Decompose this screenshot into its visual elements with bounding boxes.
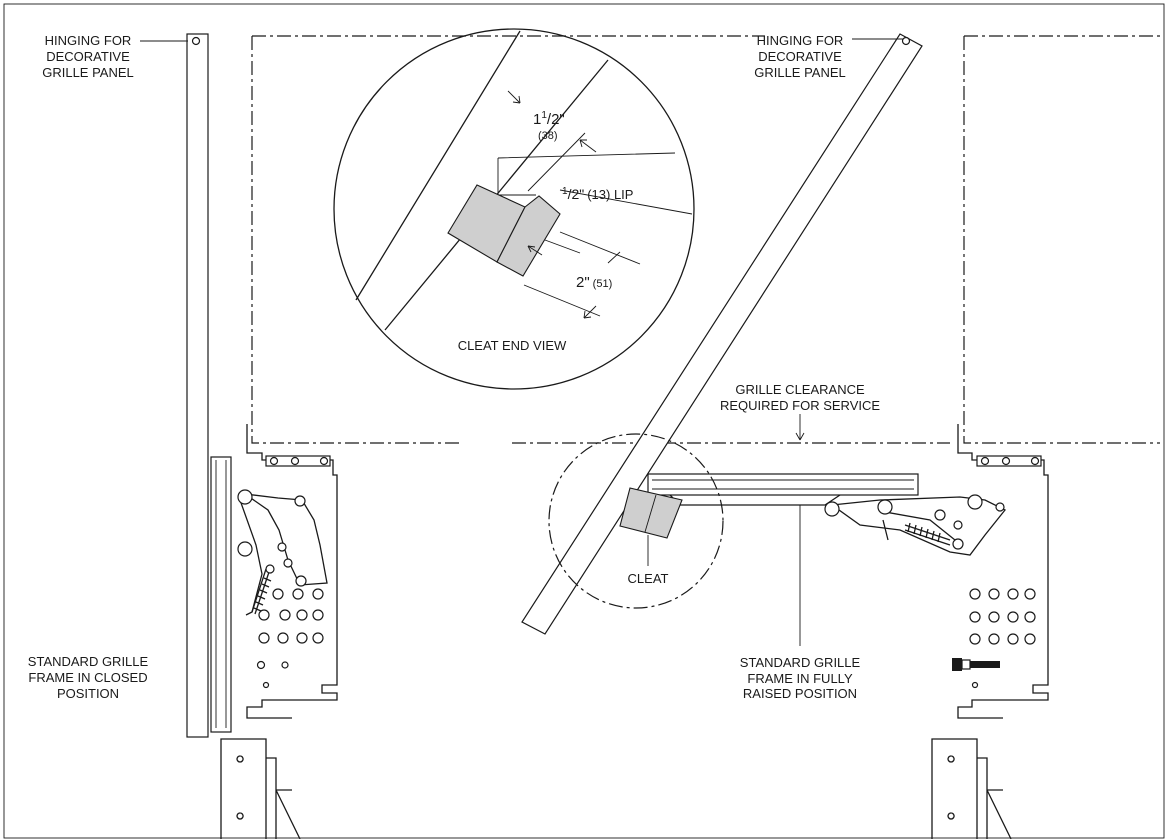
svg-text:FRAME IN FULLY: FRAME IN FULLY: [747, 671, 853, 686]
svg-text:FRAME IN CLOSED: FRAME IN CLOSED: [28, 670, 147, 685]
label-closed-1: STANDARD GRILLE: [28, 654, 149, 669]
spring-closed: [251, 568, 272, 615]
label-hinging-left-2: DECORATIVE: [46, 49, 130, 64]
hinge-linkage-raised: [830, 496, 1007, 556]
label-clearance-2: REQUIRED FOR SERVICE: [720, 398, 880, 413]
dim-lip-den: /2": [568, 186, 585, 202]
svg-text:1/2"(13) LIP: 1/2"(13) LIP: [562, 186, 633, 202]
grille-panel-closed: [186, 33, 209, 738]
svg-text:DECORATIVE: DECORATIVE: [758, 49, 842, 64]
drawing-border: [3, 3, 1165, 839]
panel-pivot-right: [901, 36, 911, 46]
panel-pivot-left: [191, 36, 201, 46]
detail-circle: [333, 28, 695, 390]
mounting-holes-closed: [256, 588, 324, 689]
grille-frame-raised: [647, 473, 919, 496]
svg-text:CLEAT: CLEAT: [628, 571, 669, 586]
svg-text:STANDARD GRILLE: STANDARD GRILLE: [28, 654, 149, 669]
svg-text:GRILLE CLEARANCE: GRILLE CLEARANCE: [735, 382, 865, 397]
svg-text:(38): (38): [538, 130, 558, 142]
dim-width-den: /2": [547, 111, 565, 128]
svg-text:2"(51): 2"(51): [576, 274, 612, 291]
svg-text:DECORATIVE: DECORATIVE: [46, 49, 130, 64]
mounting-holes-raised: [969, 588, 1036, 689]
dim-depth: 2": [576, 274, 590, 291]
cleat-detail-circle: [548, 433, 724, 609]
label-hinging-right-2: DECORATIVE: [758, 49, 842, 64]
label-clearance-1: GRILLE CLEARANCE: [735, 382, 865, 397]
hinge-plate-closed: [246, 424, 338, 719]
label-cleat-end-view: CLEAT END VIEW: [458, 338, 567, 353]
cabinet-outline-right: [963, 35, 1160, 444]
closed-position-assembly: [186, 33, 765, 839]
bottom-bracket-right: [931, 738, 1012, 839]
label-hinging-left-1: HINGING FOR: [45, 33, 132, 48]
cabinet-outline-left: [251, 35, 765, 444]
hinge-plate-raised: [957, 424, 1049, 719]
svg-text:GRILLE PANEL: GRILLE PANEL: [754, 65, 846, 80]
raised-position-assembly: [512, 33, 1160, 839]
bottom-bracket-left: [220, 738, 301, 839]
dim-width-whole: 1: [533, 111, 541, 128]
grille-frame-closed: [210, 456, 232, 733]
svg-text:STANDARD GRILLE: STANDARD GRILLE: [740, 655, 861, 670]
dim-width-mm: (38): [538, 130, 558, 142]
cleat-end-view-detail: [333, 28, 695, 390]
spring-raised: [904, 522, 951, 546]
svg-text:RAISED POSITION: RAISED POSITION: [743, 686, 857, 701]
svg-text:REQUIRED FOR SERVICE: REQUIRED FOR SERVICE: [720, 398, 880, 413]
label-raised-2: FRAME IN FULLY: [747, 671, 853, 686]
label-hinging-right-1: HINGING FOR: [757, 33, 844, 48]
label-closed-3: POSITION: [57, 686, 119, 701]
dim-lip-sup: 1: [562, 186, 568, 197]
hinge-linkage-closed: [244, 493, 328, 586]
dim-depth-mm: (51): [593, 278, 613, 290]
svg-text:CLEAT END VIEW: CLEAT END VIEW: [458, 338, 567, 353]
label-raised-3: RAISED POSITION: [743, 686, 857, 701]
dim-width-sup: 1: [541, 110, 547, 121]
svg-text:11/2": 11/2": [533, 110, 565, 128]
label-hinging-right-3: GRILLE PANEL: [754, 65, 846, 80]
dim-lip-text: (13) LIP: [587, 187, 633, 202]
label-hinging-left-3: GRILLE PANEL: [42, 65, 134, 80]
svg-text:GRILLE PANEL: GRILLE PANEL: [42, 65, 134, 80]
svg-text:HINGING FOR: HINGING FOR: [45, 33, 132, 48]
svg-text:HINGING FOR: HINGING FOR: [757, 33, 844, 48]
svg-text:POSITION: POSITION: [57, 686, 119, 701]
label-closed-2: FRAME IN CLOSED: [28, 670, 147, 685]
label-raised-1: STANDARD GRILLE: [740, 655, 861, 670]
screw-icon: [952, 658, 1000, 671]
label-cleat: CLEAT: [628, 571, 669, 586]
grille-panel-raised: [521, 33, 923, 635]
